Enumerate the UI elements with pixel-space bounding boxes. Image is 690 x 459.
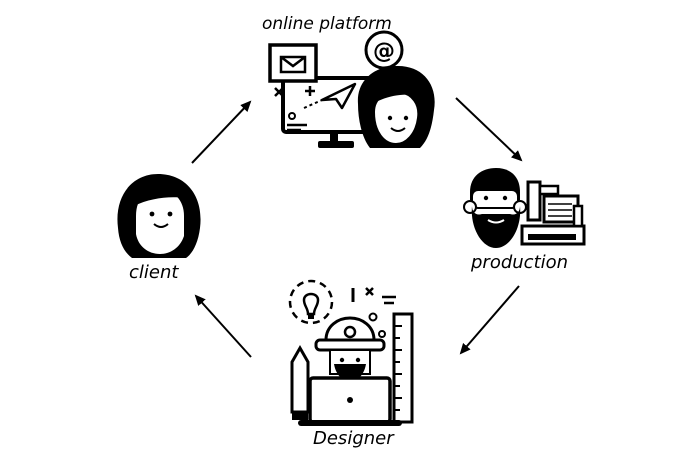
node-label-client: client [129, 262, 179, 283]
arrow-designer-to-client [194, 294, 252, 358]
node-label-online-platform: online platform [262, 14, 392, 34]
svg-text:@: @ [373, 39, 395, 64]
arrow-production-to-designer [459, 285, 520, 355]
node-label-designer: Designer [313, 428, 394, 449]
arrow-platform-to-production [455, 97, 523, 162]
node-label-production: production [471, 252, 569, 273]
computer-with-woman-icon: @ [268, 30, 435, 148]
woman-avatar-icon [117, 174, 201, 258]
bearded-man-machine-icon [463, 168, 586, 248]
arrow-client-to-platform [191, 100, 252, 164]
designer-at-desk-icon [288, 279, 414, 426]
